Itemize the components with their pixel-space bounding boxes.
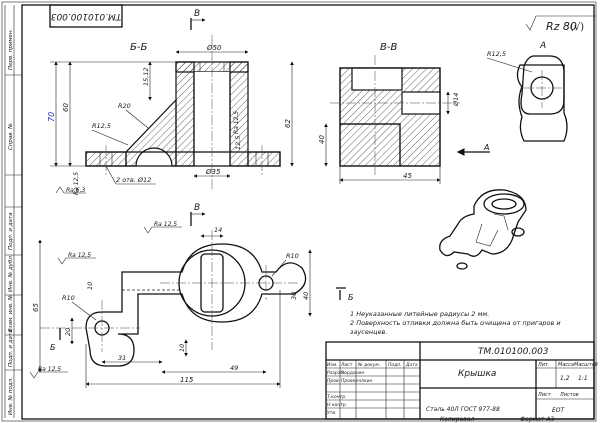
- detail-a-title: А: [539, 41, 546, 51]
- note-line-3: заусенцев.: [350, 328, 387, 336]
- cut-label-v-bottom: В: [194, 203, 200, 213]
- technical-notes: 1 Неуказанные литейные радиусы 2 мм. 2 П…: [350, 310, 561, 336]
- tb-mass-head: Масса: [558, 362, 574, 368]
- tb-row-name: Лист: [340, 362, 353, 368]
- stamp-code: TM.010100.003: [50, 11, 121, 21]
- dim-40-top: 40: [302, 292, 310, 300]
- view-a-arrow-label: А: [483, 143, 489, 152]
- dim-30: 30: [290, 292, 298, 300]
- rough-bb-2: Ra 12,5: [73, 172, 80, 195]
- rough-top-2: Ra 12,5: [68, 252, 91, 259]
- strip-label: Подп. и дата: [8, 212, 14, 250]
- title-block: TM.010100.003 Крышка Сталь 40Л ГОСТ 977-…: [325, 341, 598, 420]
- tb-scale-value: 1:1: [578, 375, 588, 382]
- tb-row-role: Утв.: [327, 410, 336, 416]
- tb-sheets: Листов: [559, 392, 579, 398]
- roughness-check-icon: (√): [570, 22, 584, 33]
- tb-lit-head: Лит.: [537, 362, 550, 368]
- dim-14: 14: [214, 226, 222, 234]
- tb-row-name: Черданин: [341, 370, 364, 376]
- tb-row-role: Пров.: [327, 378, 340, 384]
- dim-d35: Ø35: [205, 168, 221, 176]
- tb-sheet: Лист: [537, 392, 552, 398]
- top-view: В 14 R10 10 30 40 20 R10 65 10 31: [29, 203, 354, 388]
- roughness-main-text: Rz 80: [546, 20, 577, 33]
- tb-row-role: Т.контр.: [327, 394, 347, 400]
- rough-bb-3: Ra 12,5: [233, 111, 240, 134]
- dim-70: 70: [47, 112, 56, 122]
- rough-top-3: Ra 12,5: [38, 366, 61, 373]
- dim-31: 31: [118, 354, 126, 362]
- detail-a-view: А R12,5: [486, 41, 568, 142]
- section-vv-title: В-В: [380, 42, 397, 53]
- dim-d50: Ø50: [206, 44, 222, 52]
- left-strip: Перв. примен. Справ. № Подп. и дата Инв.…: [4, 5, 22, 418]
- section-vv-view: В-В Ø14 40 45 А: [318, 42, 490, 184]
- dim-45: 45: [403, 172, 412, 180]
- cut-label-v-top: В: [194, 9, 200, 19]
- format-label: Формат А3: [520, 416, 554, 423]
- dim-20: 20: [64, 328, 72, 336]
- cut-label-b-right: Б: [348, 293, 354, 302]
- dim-r10-right: R10: [286, 252, 299, 260]
- dim-12-5-side: 12,5: [234, 136, 242, 150]
- dim-holes: 2 отв. Ø12: [116, 176, 151, 184]
- dim-r10-left: R10: [62, 294, 75, 302]
- dim-115: 115: [180, 376, 194, 384]
- rough-bb-1: Ra 6,3: [66, 187, 85, 194]
- tb-mass-value: 1,2: [560, 375, 570, 382]
- detail-a-dim-r12-5: R12,5: [487, 50, 506, 58]
- dim-10-left: 10: [86, 282, 94, 290]
- strip-label: Справ. №: [8, 123, 14, 150]
- tb-material: Сталь 40Л ГОСТ 977-88: [426, 406, 500, 413]
- inner-frame: [21, 4, 595, 420]
- tb-scale-head: Масштаб: [574, 362, 598, 368]
- tb-row-doc: № докум.: [357, 362, 380, 368]
- strip-label: Взам. инв. №: [8, 294, 14, 332]
- tb-row-name: Проверялкин: [341, 378, 372, 384]
- strip-label: Инв. № дубл.: [8, 254, 14, 292]
- dim-d14: Ø14: [452, 93, 460, 107]
- strip-label: Перв. примен.: [8, 28, 14, 70]
- dim-15-12: 15,12: [142, 67, 150, 86]
- dim-40: 40: [318, 135, 326, 144]
- dim-65: 65: [32, 303, 40, 312]
- rough-top-1: Ra 12,5: [154, 221, 177, 228]
- dim-10-bottom: 10: [178, 344, 186, 352]
- tb-row-role: Изм.: [327, 362, 338, 368]
- section-bb-view: Б-Б В Ø50 15,12: [47, 9, 294, 195]
- tb-org: ЕОТ: [552, 407, 566, 414]
- top-stamp: TM.010100.003: [49, 4, 123, 28]
- dim-62: 62: [284, 119, 292, 128]
- tb-designation: TM.010100.003: [478, 347, 549, 357]
- tb-row-date: Дата: [405, 362, 418, 368]
- copied-label: Копировал: [440, 416, 474, 423]
- dim-r12-5: R12,5: [92, 122, 111, 130]
- section-bb-title: Б-Б: [130, 42, 147, 53]
- note-line-1: 1 Неуказанные литейные радиусы 2 мм.: [350, 310, 489, 318]
- strip-label: Подп. и дата: [8, 329, 14, 367]
- tb-part-name: Крышка: [458, 369, 496, 379]
- strip-label: Инв. № подл.: [8, 377, 14, 415]
- tb-row-role: Разраб.: [327, 370, 345, 376]
- dim-60: 60: [62, 103, 70, 112]
- isometric-view: [439, 189, 527, 270]
- cut-label-b-left: Б: [50, 343, 56, 352]
- tb-row-role: Н.контр.: [327, 402, 347, 408]
- roughness-general: Rz 80 (√): [525, 15, 596, 33]
- tb-row-sign: Подп.: [388, 362, 402, 368]
- note-line-2: 2 Поверхность отливки должна быть очищен…: [350, 319, 561, 327]
- dim-r20: R20: [118, 102, 131, 110]
- dim-49: 49: [230, 364, 238, 372]
